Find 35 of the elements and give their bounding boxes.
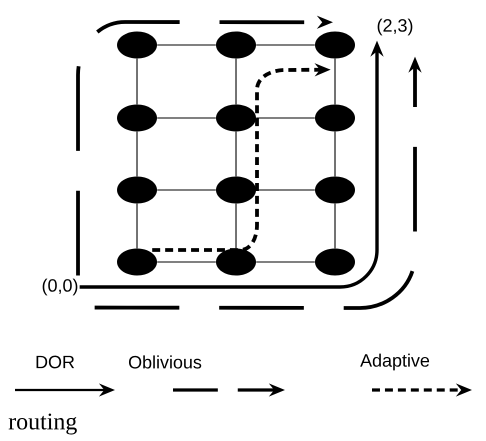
- router-node: [216, 176, 256, 204]
- coordinate-label: (2,3): [378, 18, 412, 36]
- mesh-link: [157, 44, 216, 46]
- legend-label: DOR: [36, 356, 74, 368]
- mesh-link: [235, 132, 237, 176]
- mesh-link: [157, 189, 216, 191]
- mesh-link: [256, 44, 315, 46]
- mesh-link: [334, 58, 336, 104]
- router-node: [117, 32, 157, 58]
- mesh-link: [157, 261, 216, 263]
- mesh-link: [334, 132, 336, 176]
- legend-label: Oblivious: [128, 355, 202, 369]
- mesh-link: [136, 58, 138, 104]
- router-node: [117, 176, 157, 204]
- router-node: [315, 248, 355, 276]
- legend-label: Adaptive: [360, 354, 430, 370]
- router-node: [216, 248, 256, 276]
- mesh-link: [256, 117, 315, 119]
- mesh-link: [235, 58, 237, 104]
- router-node: [315, 104, 355, 132]
- mesh-link: [136, 204, 138, 248]
- coordinate-label: (0,0): [42, 278, 78, 296]
- router-node: [117, 248, 157, 276]
- mesh-link: [334, 204, 336, 248]
- mesh-link: [235, 204, 237, 248]
- router-node: [315, 32, 355, 58]
- mesh-link: [256, 189, 315, 191]
- mesh-link: [136, 132, 138, 176]
- mesh-link: [157, 117, 216, 119]
- router-node: [315, 176, 355, 204]
- router-node: [216, 32, 256, 58]
- router-node: [216, 104, 256, 132]
- caption-text: routing: [8, 414, 77, 434]
- router-node: [117, 104, 157, 132]
- mesh-link: [256, 261, 315, 263]
